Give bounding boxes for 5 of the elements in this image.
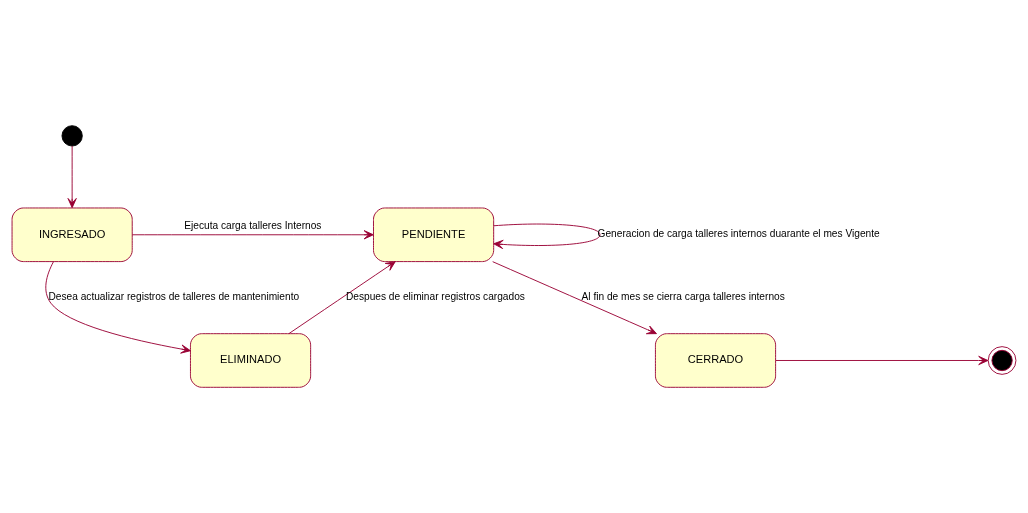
edge-label: Despues de eliminar registros cargados <box>345 291 525 303</box>
edge-label: Al fin de mes se cierra carga talleres internos <box>581 291 785 303</box>
edge-label: Generacion de carga talleres internos duarante el mes Vigente <box>597 228 880 240</box>
edge-label: Ejecuta carga talleres Internos <box>184 220 322 232</box>
edge-label: Desea actualizar registros de talleres de mantenimiento <box>48 291 300 303</box>
